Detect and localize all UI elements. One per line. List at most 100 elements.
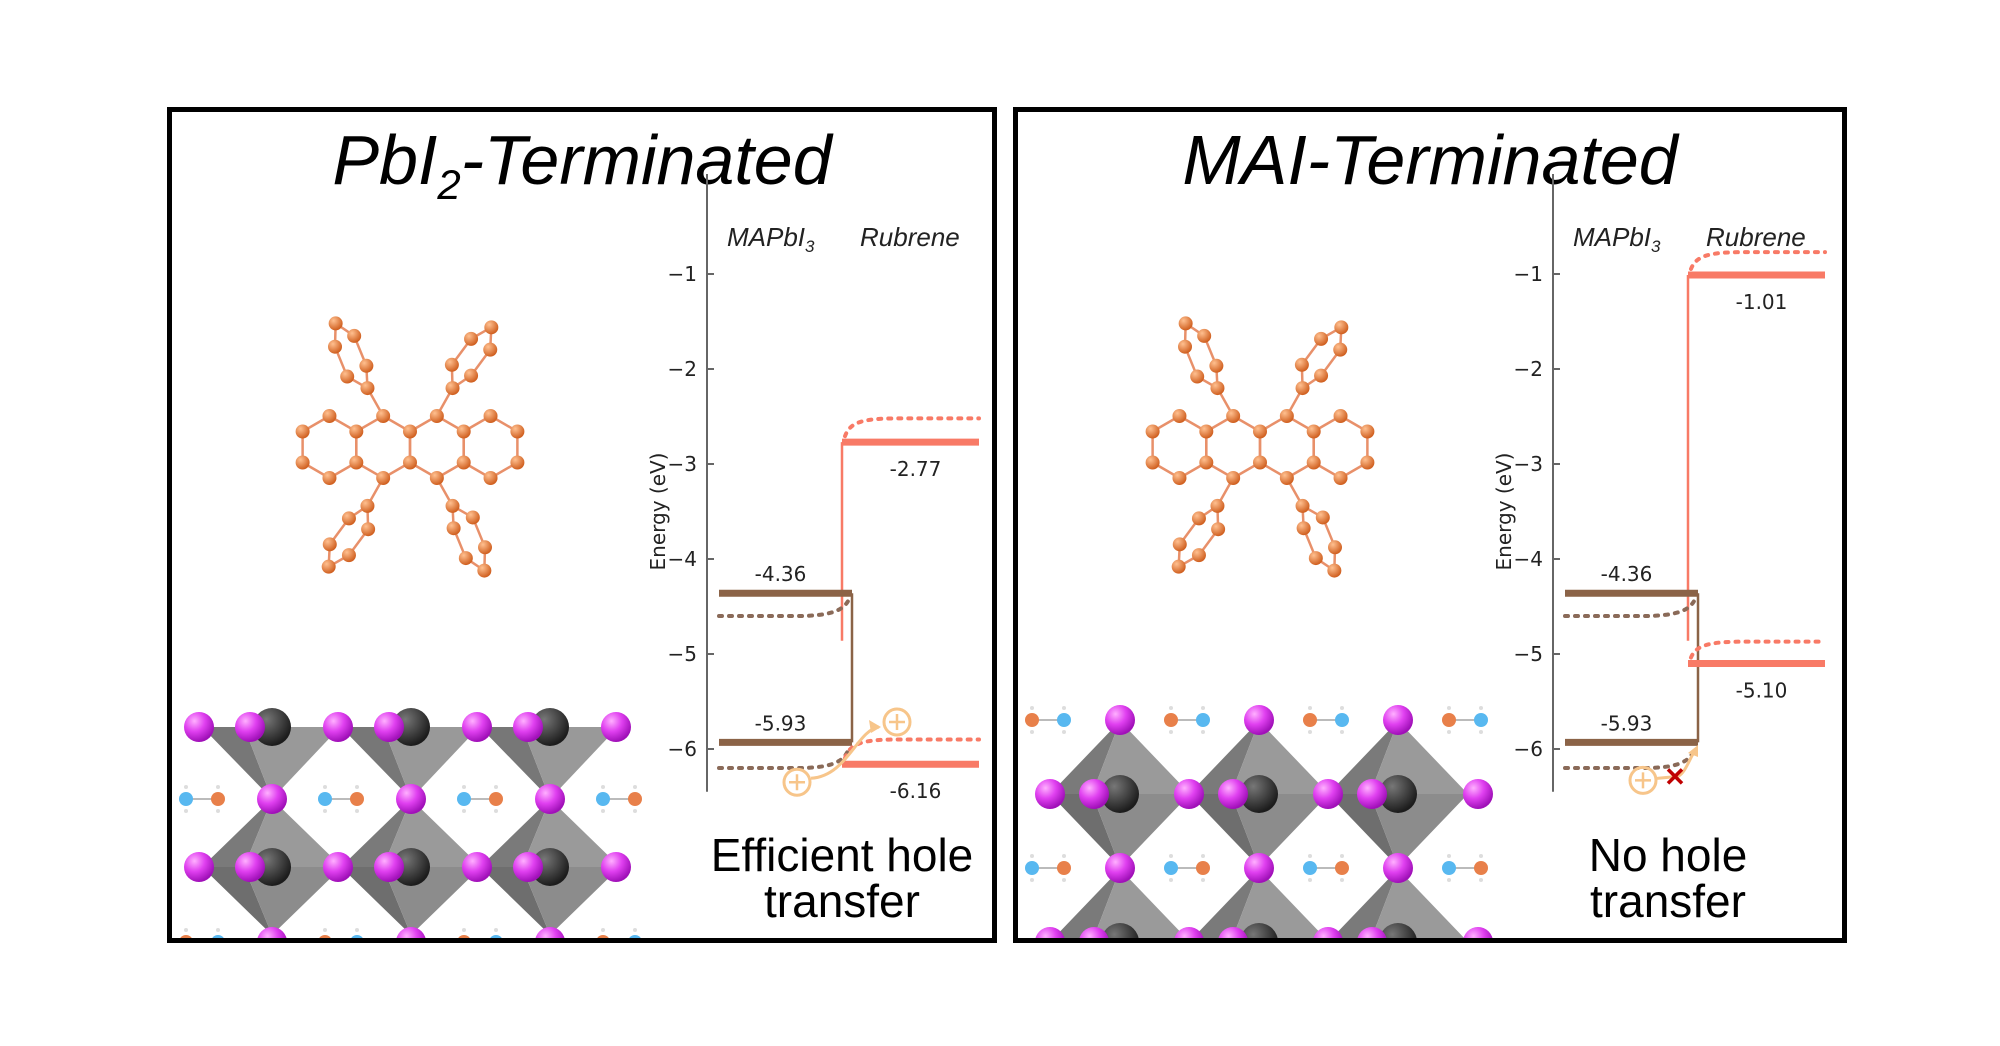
carbon-atom [349,455,364,470]
hydrogen-atom [1308,878,1312,882]
hydrogen-atom [323,785,327,789]
hydrogen-atom [355,809,359,813]
carbon-atom [1360,455,1375,470]
iodine-atom [1383,853,1413,883]
carbon-atom [340,369,355,384]
hydrogen-atom [1340,730,1344,734]
octahedron-face [1371,869,1465,938]
hydrogen-atom [1479,878,1483,882]
carbon-atom [458,551,473,566]
carbon-atom [360,381,375,396]
column-label-rubrene: Rubrene [860,222,960,252]
carbon-atom [180,935,192,938]
level-value-label: -4.36 [755,562,807,586]
iodine-atom [1105,853,1135,883]
band-bending-dotted [1563,597,1697,618]
nitrogen-atom [1335,713,1349,727]
octahedron-face [341,799,411,867]
octahedron-face [202,799,272,867]
carbon-atom [445,498,460,513]
carbon-atom [328,316,343,331]
carbon-atom [361,522,376,537]
carbon-atom [1279,471,1294,485]
iodine-atom [184,852,214,882]
caption: Efficient hole transfer [710,829,974,927]
hydrogen-atom [1479,730,1483,734]
carbon-atom [322,409,337,423]
caption: No hole transfer [1588,829,1748,927]
carbon-atom [483,471,498,485]
hydrogen-atom [1030,706,1034,710]
carbon-atom [429,409,444,423]
hydrogen-atom [1340,854,1344,858]
iodine-atom [1463,927,1493,938]
lead-atom [392,708,430,746]
carbon-atom [510,455,525,470]
carbon-atom [322,537,337,552]
y-tick-label: −3 [1514,452,1543,476]
level-value-label: -5.93 [1601,711,1653,735]
panel-title: PbI2-Terminated [332,121,832,208]
hydrogen-atom [184,809,188,813]
iodine-atom [235,712,265,742]
carbon-atom [477,563,492,578]
carbon-atom [1360,424,1375,439]
lead-atom [1101,923,1139,938]
y-tick-label: −1 [668,262,697,286]
hydrogen-atom [1340,878,1344,882]
iodine-atom [1079,779,1109,809]
carbon-atom [458,935,470,938]
hydrogen-atom [1201,878,1205,882]
iodine-atom [1313,779,1343,809]
carbon-atom [1314,368,1329,383]
y-tick-label: −5 [1514,642,1543,666]
hydrogen-atom [1201,854,1205,858]
hydrogen-atom [601,928,605,932]
iodine-atom [184,712,214,742]
carbon-atom [597,935,609,938]
iodine-atom [1357,927,1387,938]
nitrogen-atom [1442,861,1456,875]
hydrogen-atom [1062,730,1066,734]
iodine-atom [1174,779,1204,809]
carbon-atom [478,540,493,555]
iodine-atom [462,852,492,882]
hydrogen-atom [1062,706,1066,710]
carbon-atom [456,424,471,439]
hydrogen-atom [494,809,498,813]
carbon-atom [1253,455,1267,470]
carbon-atom [429,471,444,485]
hydrogen-atom [1169,706,1173,710]
band-bending-dotted [1689,250,1827,271]
hydrogen-atom [1030,878,1034,882]
carbon-atom [376,471,391,485]
hydrogen-atom [601,785,605,789]
hydrogen-atom [1169,854,1173,858]
level-value-label: -1.01 [1736,290,1788,314]
hole-icon [1628,765,1658,795]
carbon-atom [1306,424,1321,439]
carbon-atom [1295,381,1310,396]
octahedron-face [1050,721,1120,794]
hydrogen-atom [1062,878,1066,882]
nitrogen-atom [179,792,193,806]
carbon-atom [347,328,362,343]
hydrogen-atom [216,785,220,789]
level-value-label: -2.77 [890,457,942,481]
carbon-atom [403,455,417,470]
carbon-atom [1328,540,1343,555]
carbon-atom [1334,320,1349,335]
lead-atom [1240,923,1278,938]
carbon-atom [628,792,642,806]
y-tick-label: −2 [1514,357,1543,381]
carbon-atom [211,792,225,806]
carbon-atom [1211,522,1226,537]
carbon-atom [327,339,342,354]
lead-atom [1101,775,1139,813]
iodine-atom [513,852,543,882]
iodine-atom [535,784,565,814]
carbon-atom [349,424,364,439]
carbon-atom [1253,424,1267,439]
nitrogen-atom [1057,713,1071,727]
